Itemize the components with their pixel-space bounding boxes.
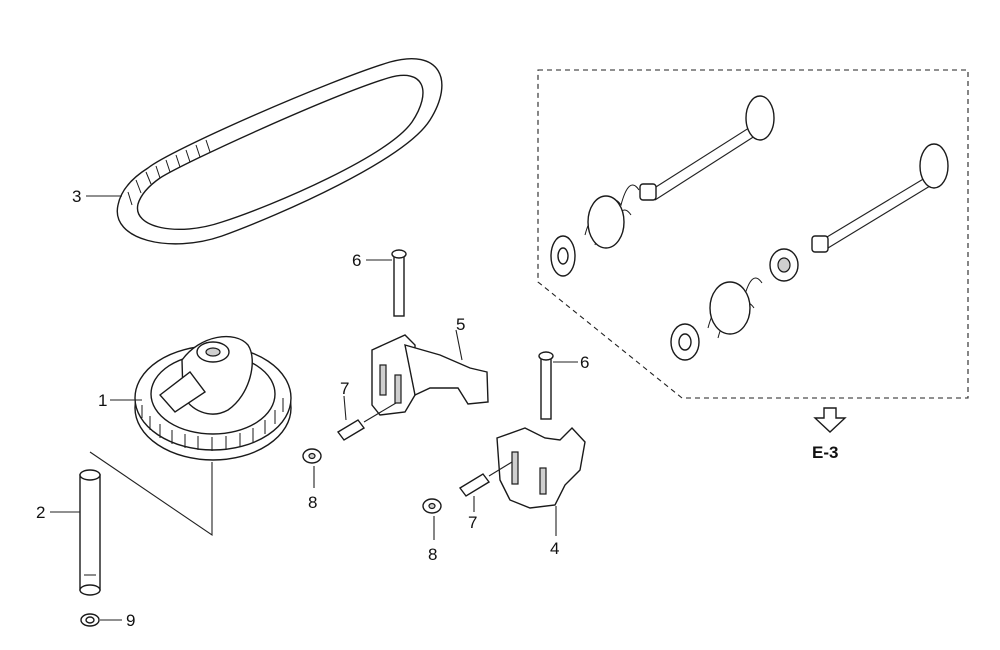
valve-assembly-inset [537, 69, 969, 399]
washer [80, 613, 100, 627]
callout-8-upper: 8 [308, 493, 317, 512]
pin-lower [538, 351, 554, 420]
nut-upper [302, 448, 322, 464]
pin-upper [391, 249, 407, 317]
spring-retainer-upper [550, 235, 576, 277]
intake-valve [639, 95, 775, 201]
callout-7-upper: 7 [340, 379, 349, 398]
callout-7-lower: 7 [468, 513, 477, 532]
camshaft-pulley [134, 335, 292, 461]
valve-spring-lower [707, 277, 763, 339]
rocker-arm-upper [371, 334, 489, 416]
callout-3: 3 [72, 187, 81, 206]
valve-spring-upper [584, 184, 640, 249]
callout-5: 5 [456, 315, 465, 334]
timing-belt [116, 57, 443, 245]
callout-8-lower: 8 [428, 545, 437, 564]
callout-1: 1 [98, 391, 107, 410]
reference-label: E-3 [812, 443, 838, 462]
rocker-arm-lower [496, 426, 586, 509]
leader-lines [50, 195, 578, 621]
shaft [79, 469, 101, 596]
exhaust-valve [811, 143, 949, 253]
callout-2: 2 [36, 503, 45, 522]
adjust-screw-lower [458, 461, 513, 497]
assembly-bracket [89, 451, 213, 537]
spring-retainer-lower [670, 323, 700, 361]
valve-seal [769, 248, 799, 282]
callout-4: 4 [550, 539, 559, 558]
callout-6-lower: 6 [580, 353, 589, 372]
callout-9: 9 [126, 611, 135, 630]
adjust-screw-upper [336, 402, 397, 441]
nut-lower [422, 498, 442, 514]
callout-6-upper: 6 [352, 251, 361, 270]
arrow-down-outline-icon [813, 407, 847, 433]
